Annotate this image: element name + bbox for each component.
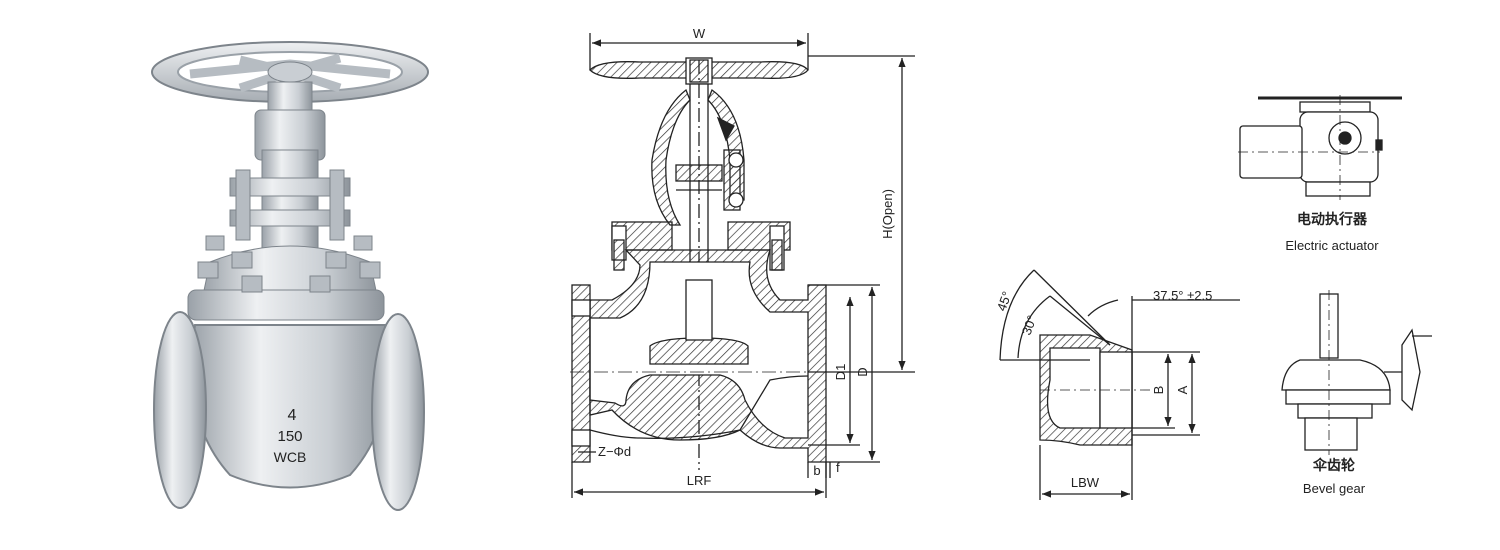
lrf-label: LRF [687, 473, 712, 488]
d1-label: D1 [833, 364, 848, 381]
b-label: b [813, 463, 820, 478]
valve-photo: 4 150 WCB [151, 41, 429, 511]
a-dim-label: A [1175, 385, 1190, 394]
electric-actuator-drawing [1238, 95, 1402, 200]
bevel-gear-cn-label: 伞齿轮 [1312, 457, 1355, 473]
bevel-angle-label: 37.5° ±2.5 [1153, 288, 1212, 303]
bevel-gear-en-label: Bevel gear [1303, 481, 1366, 496]
angle-45-label: 45° [994, 289, 1015, 313]
b-dim-label: B [1151, 386, 1166, 395]
handwheel [151, 41, 429, 103]
electric-actuator-en-label: Electric actuator [1285, 238, 1379, 253]
bevel-gear-drawing [1281, 290, 1432, 455]
body-mark-size: 4 [288, 407, 297, 424]
section-labels: W H(Open) D1 D Z−Φd LRF b f [598, 26, 895, 488]
angle-30-label: 30° [1019, 313, 1040, 337]
body-mark-class: 150 [277, 428, 302, 445]
width-label: W [693, 26, 706, 41]
electric-actuator-cn-label: 电动执行器 [1297, 211, 1368, 227]
f-label: f [836, 460, 840, 475]
height-open-label: H(Open) [880, 189, 895, 239]
section-drawing [570, 33, 915, 498]
weld-end-detail [999, 269, 1240, 500]
weld-labels: 45° 30° 37.5° ±2.5 B A LBW [994, 288, 1213, 490]
d-label: D [855, 367, 870, 376]
body-mark-material: WCB [274, 449, 307, 465]
lbw-label: LBW [1071, 475, 1100, 490]
bolt-hole-label: Z−Φd [598, 444, 631, 459]
